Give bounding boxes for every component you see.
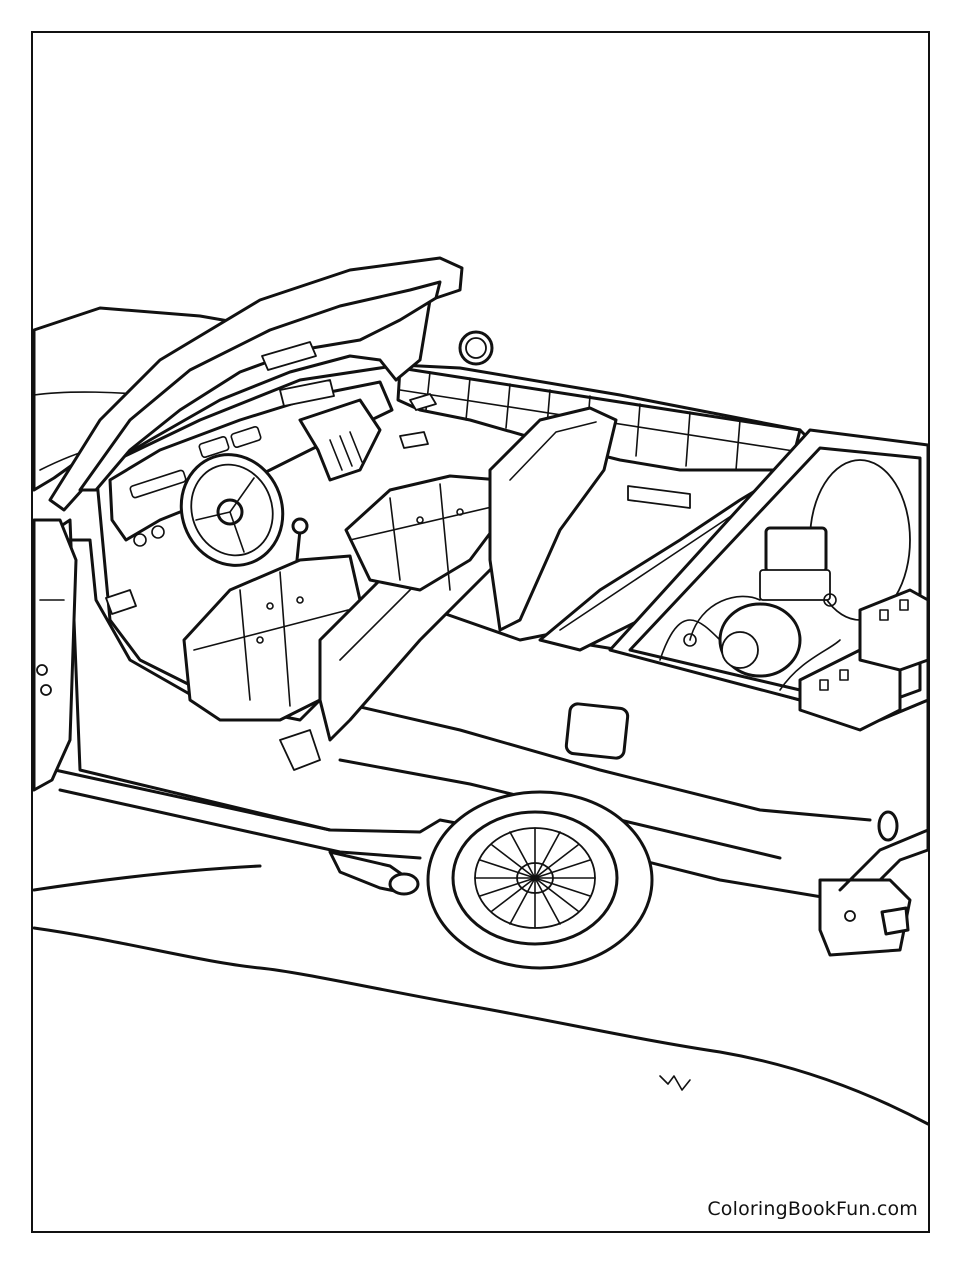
car-body (38, 518, 930, 957)
trunk-hydraulics (608, 428, 930, 732)
steering-wheel (105, 453, 309, 615)
open-door (32, 518, 78, 792)
rear-wheel (426, 790, 654, 970)
windshield (48, 256, 494, 512)
page-border (31, 31, 930, 1233)
passenger-seat (344, 406, 618, 632)
watermark-text: ColoringBookFun.com (707, 1198, 918, 1220)
ground-lines (32, 864, 930, 1126)
